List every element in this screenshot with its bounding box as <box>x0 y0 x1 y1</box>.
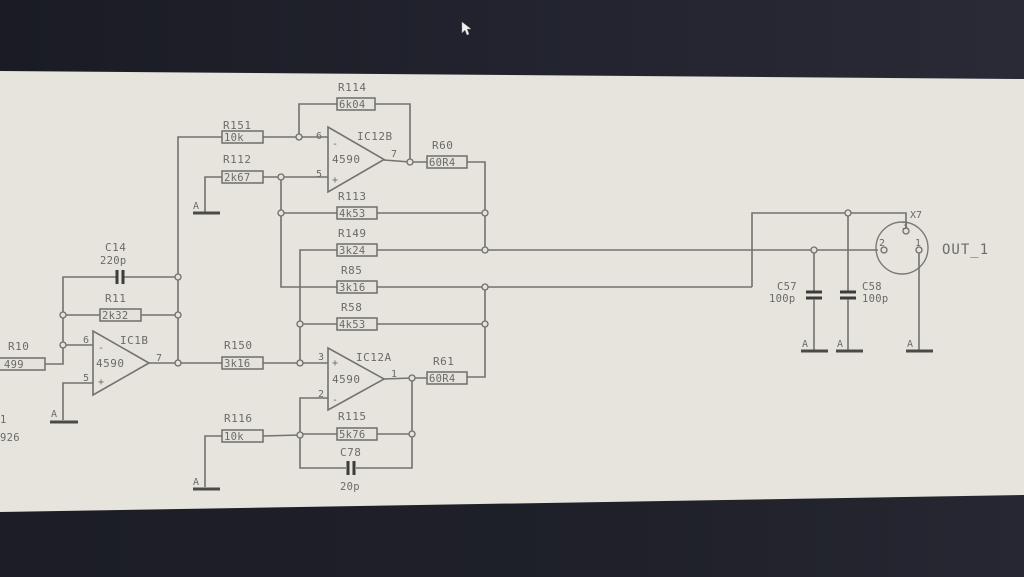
plus-sign: + <box>98 377 104 388</box>
resistor-value: 4k53 <box>339 319 366 331</box>
opamp-part: 4590 <box>332 373 361 386</box>
capacitor-value: 20p <box>340 481 360 493</box>
resistor-r115[interactable]: R115 5k76 <box>336 410 378 441</box>
resistor-value: 60R4 <box>429 373 456 385</box>
resistor-value: 2k67 <box>224 172 251 184</box>
resistor-ref: R150 <box>224 339 253 352</box>
minus-sign: - <box>98 343 104 354</box>
capacitor-c58[interactable]: C58 100p <box>862 281 889 305</box>
resistor-ref: R114 <box>338 81 367 94</box>
xlr-connector-x7[interactable]: X7 3 2 1 <box>875 210 929 275</box>
resistor-r112[interactable]: R112 2k67 <box>221 153 264 184</box>
connector-ref: X7 <box>910 210 922 221</box>
resistor-ref: R61 <box>433 355 454 368</box>
resistor-r11[interactable]: R11 2k32 <box>99 292 142 322</box>
capacitor-value: 100p <box>769 293 796 305</box>
pin-number: 7 <box>156 353 162 364</box>
plus-sign: + <box>332 175 338 186</box>
resistor-value: 4k53 <box>339 208 366 220</box>
net-label-out1: OUT_1 <box>942 242 989 258</box>
capacitor-c57[interactable]: C57 100p <box>769 281 797 305</box>
ground-label: A <box>193 201 199 212</box>
resistor-r85[interactable]: R85 3k16 <box>336 264 378 294</box>
minus-sign: - <box>332 395 338 406</box>
pin-number: 3 <box>318 352 324 363</box>
minus-sign: - <box>332 139 338 150</box>
resistor-value: 499 <box>4 359 24 371</box>
monitor-bezel-top <box>0 0 1024 80</box>
ground-label: A <box>51 409 57 420</box>
resistor-r114[interactable]: R114 6k04 <box>336 81 376 111</box>
resistor-value: 3k16 <box>339 282 366 294</box>
capacitor-ref: C78 <box>340 446 361 459</box>
pin-number: 1 <box>915 238 921 249</box>
junctions <box>59 133 852 439</box>
resistor-r150[interactable]: R150 3k16 <box>221 339 264 370</box>
capacitor-value: 100p <box>862 293 889 305</box>
mouse-pointer-icon <box>461 21 472 36</box>
resistor-r60[interactable]: R60 60R4 <box>426 139 468 169</box>
resistor-value: 10k <box>224 431 244 443</box>
opamp-part: 4590 <box>332 153 361 166</box>
partial-label: 926 <box>0 432 20 444</box>
opamp-ic12a: IC12A 4590 3 2 1 + - <box>318 346 397 412</box>
opamp-ref: IC1B <box>120 334 149 347</box>
resistor-ref: R10 <box>8 340 29 353</box>
partial-label: 1 <box>0 414 7 426</box>
resistor-r10[interactable]: R10 499 <box>0 340 46 371</box>
resistor-r113[interactable]: R113 4k53 <box>336 190 378 220</box>
plus-sign: + <box>332 358 338 369</box>
ground-label: A <box>837 339 843 350</box>
resistor-value: 3k24 <box>339 245 366 257</box>
resistor-ref: R85 <box>341 264 362 277</box>
resistor-value: 10k <box>224 132 244 144</box>
capacitor-c78[interactable]: C78 20p <box>340 446 361 493</box>
capacitor-ref: C14 <box>105 241 126 254</box>
opamp-ref: IC12A <box>356 351 392 364</box>
resistor-ref: R113 <box>338 190 367 203</box>
ground-label: A <box>802 339 808 350</box>
resistor-value: 3k16 <box>224 358 251 370</box>
opamp-ic1b: IC1B 4590 6 5 7 - + <box>83 329 162 397</box>
resistor-r151[interactable]: R151 10k <box>221 119 264 144</box>
resistor-ref: R116 <box>224 412 253 425</box>
ground-label: A <box>907 339 913 350</box>
resistor-value: 6k04 <box>339 99 366 111</box>
ground-label: A <box>193 477 199 488</box>
resistor-value: 5k76 <box>339 429 366 441</box>
resistor-r149[interactable]: R149 3k24 <box>336 227 378 257</box>
capacitor-ref: C57 <box>777 281 797 293</box>
opamp-ic12b: IC12B 4590 6 5 7 - + <box>316 125 397 194</box>
resistor-r61[interactable]: R61 60R4 <box>426 355 468 385</box>
resistor-ref: R58 <box>341 301 362 314</box>
pin-number: 6 <box>83 335 89 346</box>
capacitor-value: 220p <box>100 255 127 267</box>
pin-number: 7 <box>391 149 397 160</box>
pin-number: 5 <box>83 373 89 384</box>
opamp-part: 4590 <box>96 357 125 370</box>
capacitor-c14[interactable]: C14 220p <box>100 241 127 267</box>
opamp-ref: IC12B <box>357 130 393 143</box>
resistor-ref: R149 <box>338 227 367 240</box>
resistor-r58[interactable]: R58 4k53 <box>336 301 378 331</box>
resistor-ref: R115 <box>338 410 367 423</box>
pin-number: 2 <box>879 238 885 249</box>
resistor-value: 2k32 <box>102 310 129 322</box>
pin-number: 3 <box>902 221 908 232</box>
resistor-value: 60R4 <box>429 157 456 169</box>
resistor-r116[interactable]: R116 10k <box>221 412 264 443</box>
capacitor-ref: C58 <box>862 281 882 293</box>
resistor-ref: R112 <box>223 153 252 166</box>
pin-number: 2 <box>318 389 324 400</box>
resistor-ref: R11 <box>105 292 126 305</box>
resistor-ref: R151 <box>223 119 252 132</box>
pin-number: 5 <box>316 169 322 180</box>
pin-number: 1 <box>391 369 397 380</box>
resistor-ref: R60 <box>432 139 453 152</box>
